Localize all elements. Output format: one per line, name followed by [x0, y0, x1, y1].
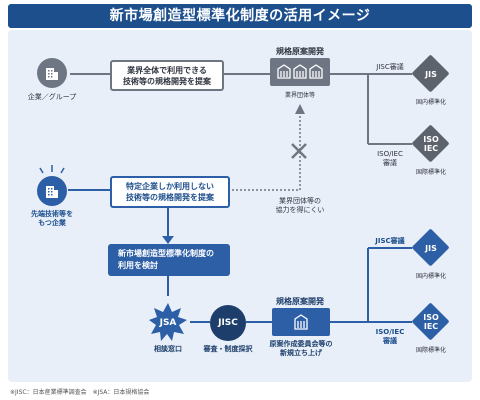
jisc-badge-text: JISC [218, 318, 238, 328]
bottom-iso-deliberation: ISO/IEC 審議 [370, 328, 410, 346]
top-iso-badge-line2: IEC [423, 144, 439, 153]
top-proposal-box: 業界全体で利用できる 技術等の規格開発を提案 [110, 60, 224, 91]
committee-dev-heading: 規格原案開発 [276, 297, 324, 306]
top-proposal-line2: 技術等の規格開発を提案 [123, 76, 211, 86]
new-system-line2: 利用を検討 [118, 261, 158, 270]
bottom-iso-badge-line2: IEC [423, 322, 439, 331]
jsa-badge-text: JSA [159, 318, 177, 328]
bottom-iso-deliberation-line2: 審議 [383, 337, 397, 345]
bottom-jis-deliberation: JISC審議 [375, 237, 405, 245]
mid-proposal-box: 特定企業しか利用しない 技術等の規格開発を提案 [110, 176, 230, 208]
industry-dev-heading: 規格原案開発 [276, 47, 324, 56]
top-jis-badge-text: JIS [425, 69, 437, 79]
company-building-icon [37, 58, 67, 88]
proposal-down-arrowhead [162, 236, 174, 244]
footnote: ※JISC：日本産業標準調査会 ※JSA：日本規格協会 [10, 389, 150, 396]
top-iso-deliberation-line1: ISO/IEC [377, 150, 403, 158]
industry-building-icon [270, 58, 330, 86]
top-iso-badge-line1: ISO [423, 135, 439, 144]
top-jis-deliberation: JISC審議 [376, 63, 404, 71]
top-proposal-line1: 業界全体で利用できる [127, 65, 207, 75]
top-jis-badge: JIS [411, 54, 450, 93]
bottom-iso-caption: 国際標準化 [415, 347, 446, 354]
company-group-label: 企業／グループ [27, 93, 77, 101]
blocked-note-line2: 協力を得にくい [275, 206, 325, 214]
advanced-company-line2: もつ企業 [38, 219, 66, 227]
advanced-company-spark-icon [39, 165, 65, 174]
new-system-box: 新市場創造型標準化制度の 利用を検討 [108, 244, 230, 276]
bottom-jis-badge: JIS [411, 228, 450, 267]
blocked-cross-icon [291, 143, 307, 159]
diagram-title: 新市場創造型標準化制度の活用イメージ [8, 4, 472, 28]
committee-caption-line2: 新規立ち上げ [280, 349, 322, 357]
committee-caption-line1: 原案作成委員会等の [269, 340, 333, 348]
committee-building-icon [272, 308, 330, 336]
mid-proposal-line1: 特定企業しか利用しない [126, 182, 214, 191]
blocked-note-line1: 業界団体等の [279, 197, 321, 205]
top-iso-deliberation-line2: 審議 [383, 159, 397, 167]
mid-proposal-line2: 技術等の規格開発を提案 [126, 193, 214, 202]
jisc-badge: JISC [210, 305, 246, 341]
industry-dev-label: 業界団体等 [284, 92, 315, 99]
jsa-caption: 相談窓口 [154, 345, 182, 353]
jisc-caption: 審査・制度採択 [203, 345, 253, 353]
top-iso-deliberation: ISO/IEC 審議 [370, 150, 410, 168]
advanced-company-icon [37, 176, 67, 206]
bottom-jis-badge-text: JIS [425, 243, 437, 253]
top-jis-caption: 国内標準化 [415, 99, 446, 106]
bottom-jis-caption: 国内標準化 [415, 273, 446, 280]
blocked-note: 業界団体等の 協力を得にくい [270, 197, 330, 215]
committee-caption: 原案作成委員会等の 新規立ち上げ [262, 340, 340, 358]
advanced-company-line1: 先端技術等を [31, 210, 73, 218]
new-system-line1: 新市場創造型標準化制度の [118, 249, 214, 258]
bottom-iso-badge-line1: ISO [423, 313, 439, 322]
bottom-iso-deliberation-line1: ISO/IEC [375, 328, 405, 336]
advanced-company-label: 先端技術等を もつ企業 [22, 210, 82, 228]
top-iso-caption: 国際標準化 [415, 169, 446, 176]
jsa-starburst-badge: JSA [149, 303, 187, 341]
dotted-arrowhead [295, 104, 305, 114]
